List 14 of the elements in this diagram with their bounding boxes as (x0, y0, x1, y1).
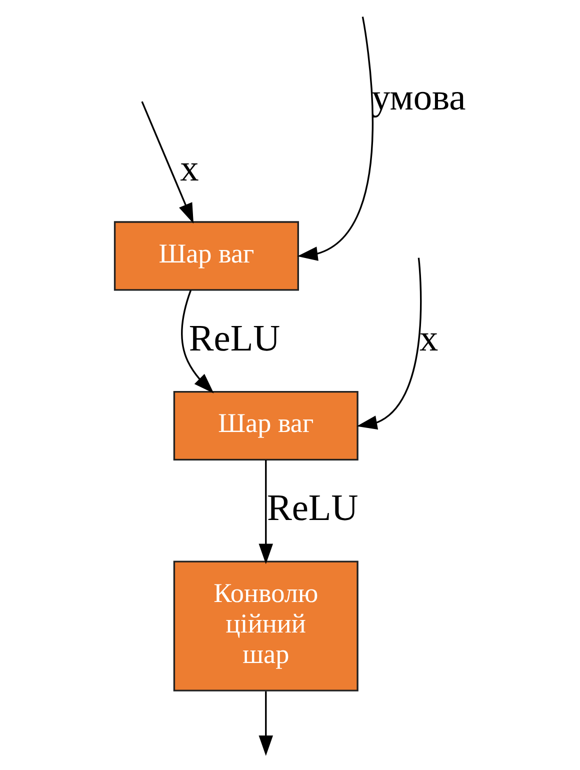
node-box: Шар ваг (172, 390, 358, 461)
edge-label: x (180, 148, 198, 190)
node-box: Шар ваг (113, 221, 298, 291)
arrow (356, 258, 422, 430)
arrow (296, 16, 373, 261)
edge-label: x (419, 318, 438, 360)
edge-label: ReLU (188, 318, 280, 360)
node-box: Конволю ційний шар (172, 560, 358, 692)
arrow (258, 691, 273, 756)
arrow (180, 290, 214, 394)
arrow (258, 460, 273, 564)
edge-label: умова (371, 77, 466, 118)
arrow (140, 101, 194, 224)
edge-label: ReLU (266, 488, 358, 530)
